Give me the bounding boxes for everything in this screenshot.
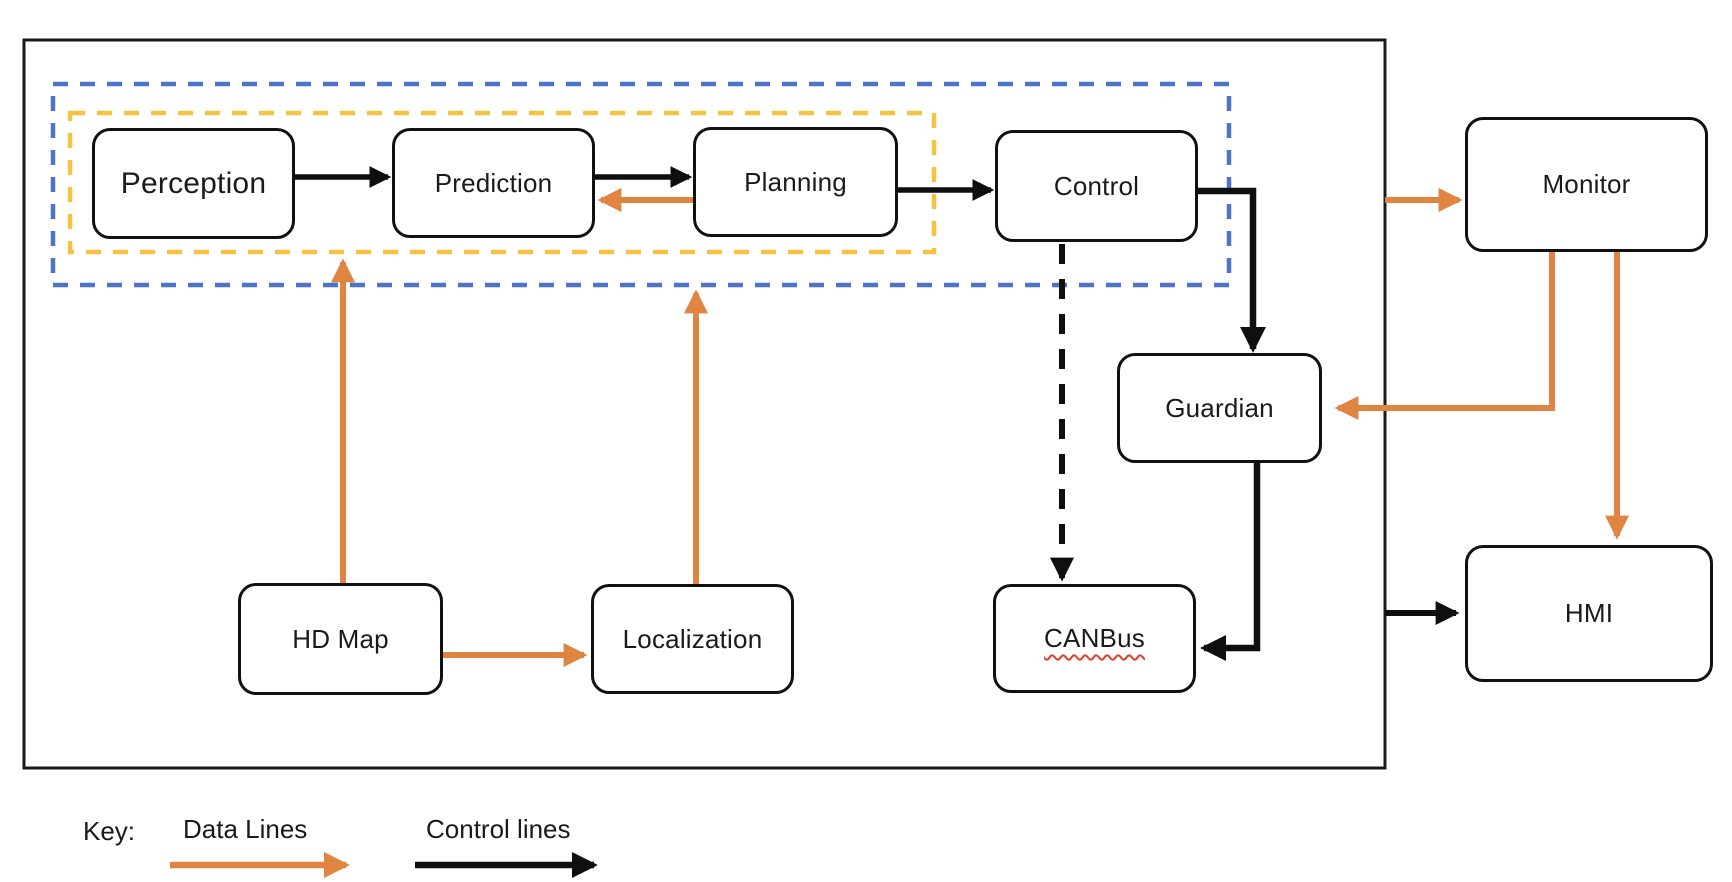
node-monitor-label: Monitor: [1542, 169, 1631, 199]
arrow-control-to-guardian: [1198, 187, 1266, 353]
node-hdmap-label: HD Map: [292, 623, 389, 654]
legend-data-lines-label: Data Lines: [183, 814, 308, 844]
node-localization-label: Localization: [622, 623, 763, 654]
node-monitor: Monitor: [1465, 117, 1708, 252]
node-planning: Planning: [693, 127, 898, 237]
arrow-monitor-to-guardian: [1334, 252, 1555, 420]
node-hmi: HMI: [1465, 545, 1713, 682]
node-canbus-label: CANBus: [1044, 623, 1145, 653]
node-control-label: Control: [1053, 170, 1140, 201]
node-perception: Perception: [92, 128, 295, 239]
node-perception-label: Perception: [120, 166, 267, 200]
node-control: Control: [995, 130, 1198, 242]
node-hmi-label: HMI: [1564, 598, 1614, 628]
node-planning-label: Planning: [744, 166, 847, 197]
outer-frame: [22, 38, 1387, 770]
legend-key-label: Key:: [83, 816, 136, 846]
blue-dashed-frame: [50, 81, 1232, 288]
arrow-guardian-to-canbus: [1200, 463, 1261, 661]
yellow-dashed-frame: [67, 110, 937, 255]
node-guardian: Guardian: [1117, 353, 1322, 463]
legend-control-lines-label: Control lines: [426, 814, 571, 844]
node-prediction-label: Prediction: [434, 167, 553, 198]
node-localization: Localization: [591, 584, 794, 694]
node-canbus: CANBus: [993, 584, 1196, 693]
node-prediction: Prediction: [392, 128, 595, 238]
node-hdmap: HD Map: [238, 583, 443, 695]
node-guardian-label: Guardian: [1165, 392, 1274, 423]
